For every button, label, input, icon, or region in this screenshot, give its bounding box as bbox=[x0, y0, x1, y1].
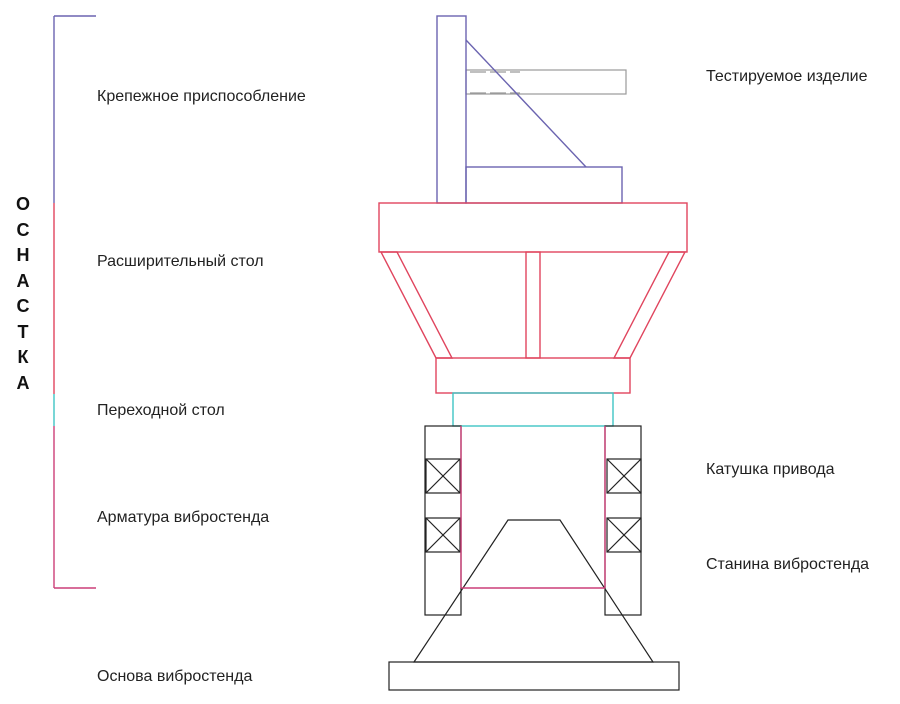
label-test-item: Тестируемое изделие bbox=[706, 68, 868, 85]
armature-shape bbox=[460, 426, 606, 589]
frame-left-column bbox=[424, 425, 462, 616]
vertical-title-letter: А bbox=[16, 372, 30, 393]
coil-box-right-upper bbox=[606, 458, 642, 494]
adapter-table-shape bbox=[452, 392, 614, 427]
label-base: Основа вибростенда bbox=[97, 668, 253, 685]
label-adapter-table: Переходной стол bbox=[97, 402, 225, 419]
label-expander-table: Расширительный стол bbox=[97, 253, 264, 270]
vertical-title-letter: Н bbox=[16, 245, 30, 265]
base-plate bbox=[388, 661, 680, 691]
label-fixture: Крепежное приспособление bbox=[97, 88, 306, 105]
frame-right-column bbox=[604, 425, 642, 616]
vertical-title-letter: К bbox=[17, 347, 29, 367]
vertical-title-letter: А bbox=[16, 270, 30, 291]
drive-coil-shape bbox=[425, 458, 642, 553]
expander-left-strut bbox=[379, 251, 454, 359]
tooling-bracket bbox=[53, 15, 96, 589]
fixture-shape bbox=[436, 15, 623, 204]
expander-table-top bbox=[378, 202, 688, 253]
fixture-horizontal-plate bbox=[465, 166, 623, 204]
fixture-vertical-plate bbox=[436, 15, 467, 204]
label-frame: Станина вибростенда bbox=[706, 556, 870, 573]
fixture-gusset bbox=[465, 39, 587, 168]
expander-center-post bbox=[525, 251, 541, 359]
expander-right-strut bbox=[612, 251, 687, 359]
vertical-title-letter: Т bbox=[17, 321, 29, 342]
vertical-title-letter: С bbox=[16, 296, 30, 316]
coil-box-left-upper bbox=[425, 458, 461, 494]
label-drive-coil: Катушка привода bbox=[706, 461, 835, 478]
coil-box-right-lower bbox=[606, 517, 642, 553]
label-armature: Арматура вибростенда bbox=[97, 509, 270, 526]
expander-table-base bbox=[435, 357, 631, 394]
vertical-title-letter: С bbox=[16, 219, 30, 240]
vertical-title-letter: О bbox=[15, 194, 30, 214]
coil-box-left-lower bbox=[425, 517, 461, 553]
test-item-shape bbox=[465, 69, 627, 95]
expander-table-shape bbox=[378, 202, 688, 394]
test-item-outline bbox=[465, 69, 627, 95]
